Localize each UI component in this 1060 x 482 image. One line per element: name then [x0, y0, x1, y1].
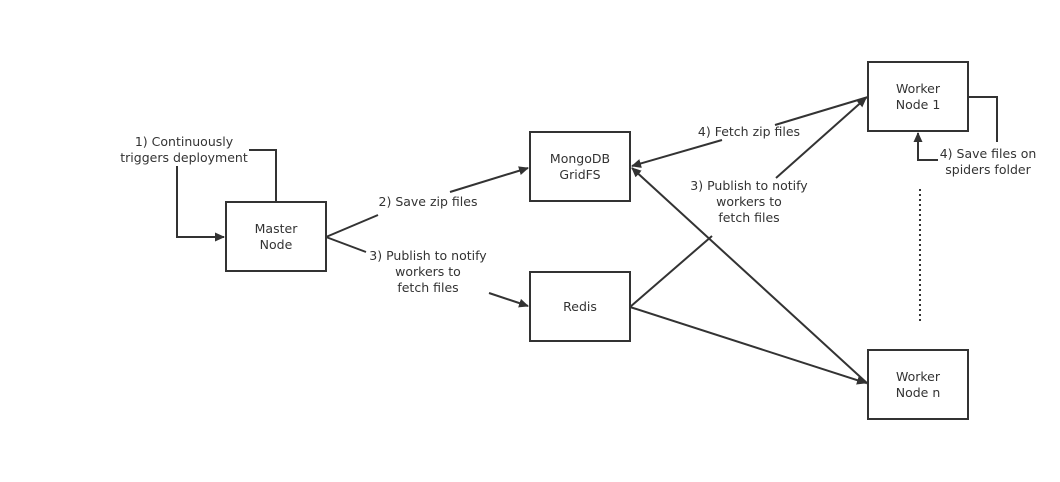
- edge-worker1-mongodb-b: [631, 139, 723, 168]
- edge-label-fetch-zip: 4) Fetch zip files: [697, 124, 801, 139]
- worker-node-1[interactable]: Worker Node 1: [867, 61, 969, 132]
- edge-master-redis-b: [488, 292, 529, 308]
- edge-redis-worker1-b: [775, 97, 867, 179]
- edge-label-publish-master: 3) Publish to notify workers to fetch fi…: [369, 248, 487, 295]
- edge-master-loop-in: [176, 166, 225, 242]
- edge-label-save-files: 4) Save files on spiders folder: [939, 146, 1037, 177]
- edge-worker1-loop-out: [968, 96, 998, 142]
- mongodb-gridfs-node[interactable]: MongoDB GridFS: [529, 131, 631, 202]
- edge-redis-worker1-a: [629, 235, 713, 308]
- edge-master-loop-out: [249, 149, 277, 202]
- edge-worker1-loop-in: [913, 132, 938, 161]
- worker-node-1-label: Worker Node 1: [895, 80, 941, 112]
- worker-node-n[interactable]: Worker Node n: [867, 349, 969, 420]
- edge-worker1-mongodb-a: [774, 96, 869, 126]
- master-node[interactable]: Master Node: [225, 201, 327, 272]
- redis-node[interactable]: Redis: [529, 271, 631, 342]
- edge-label-publish-redis: 3) Publish to notify workers to fetch fi…: [690, 178, 808, 225]
- edge-label-save-zip: 2) Save zip files: [378, 194, 478, 209]
- mongodb-node-label: MongoDB GridFS: [549, 150, 611, 182]
- edge-workern-mongodb: [631, 167, 869, 385]
- redis-node-label: Redis: [563, 298, 597, 314]
- edge-label-continuous-deploy: 1) Continuously triggers deployment: [120, 134, 248, 165]
- edge-master-mongodb-a: [325, 214, 379, 238]
- edge-master-mongodb-b: [449, 166, 529, 193]
- worker-node-n-label: Worker Node n: [895, 368, 941, 400]
- master-node-label: Master Node: [254, 220, 298, 252]
- edge-redis-workern: [629, 306, 867, 385]
- edge-master-redis-a: [325, 236, 367, 253]
